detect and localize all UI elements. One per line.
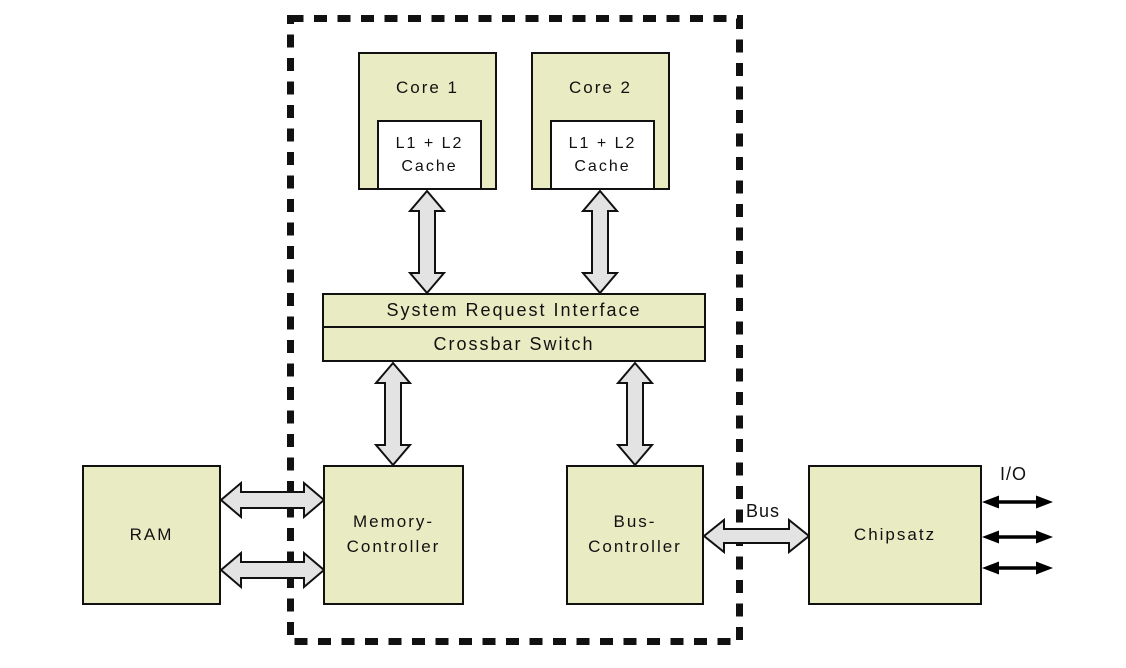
ram-box: RAM bbox=[82, 465, 221, 605]
core1-cache-line1: L1 + L2 bbox=[395, 134, 464, 152]
io-arrow-2 bbox=[982, 530, 1053, 544]
io-arrow-3 bbox=[982, 561, 1053, 575]
io-arrow-1 bbox=[982, 495, 1053, 509]
core2-cache-line2: Cache bbox=[574, 158, 631, 175]
bus-label: Bus bbox=[746, 501, 781, 521]
ram-label: RAM bbox=[129, 524, 174, 544]
ram-memory-arrow-lower bbox=[219, 550, 326, 590]
memory-controller-box: Memory- Controller bbox=[323, 465, 464, 605]
bus-controller-chipset-arrow bbox=[702, 517, 811, 555]
chipset-box: Chipsatz bbox=[808, 465, 982, 605]
cpu-package-boundary bbox=[287, 15, 743, 645]
core1-label: Core 1 bbox=[395, 78, 460, 97]
io-label: I/O bbox=[1000, 464, 1028, 484]
core2-cache-line1: L1 + L2 bbox=[568, 134, 637, 152]
core2-label: Core 2 bbox=[568, 78, 633, 97]
core2-cache-box: L1 + L2 Cache bbox=[550, 120, 655, 190]
crossbar-bus-controller-arrow bbox=[615, 361, 655, 467]
system-request-interface-bar: System Request Interface bbox=[322, 293, 706, 328]
system-request-interface-label: System Request Interface bbox=[386, 300, 642, 320]
bus-controller-line2: Controller bbox=[588, 537, 682, 556]
ram-memory-arrow-upper bbox=[219, 480, 326, 520]
bus-controller-line1: Bus- bbox=[613, 512, 657, 532]
crossbar-memory-controller-arrow bbox=[373, 361, 413, 467]
crossbar-switch-bar: Crossbar Switch bbox=[322, 326, 706, 362]
core1-cache-box: L1 + L2 Cache bbox=[377, 120, 482, 190]
memory-controller-line2: Controller bbox=[346, 537, 441, 556]
memory-controller-line1: Memory- bbox=[352, 512, 435, 532]
cache2-sri-arrow bbox=[580, 189, 620, 295]
core1-cache-line2: Cache bbox=[401, 158, 458, 175]
bus-controller-box: Bus- Controller bbox=[566, 465, 704, 605]
crossbar-switch-label: Crossbar Switch bbox=[433, 333, 595, 354]
cache1-sri-arrow bbox=[407, 189, 447, 295]
chipset-label: Chipsatz bbox=[853, 524, 937, 544]
